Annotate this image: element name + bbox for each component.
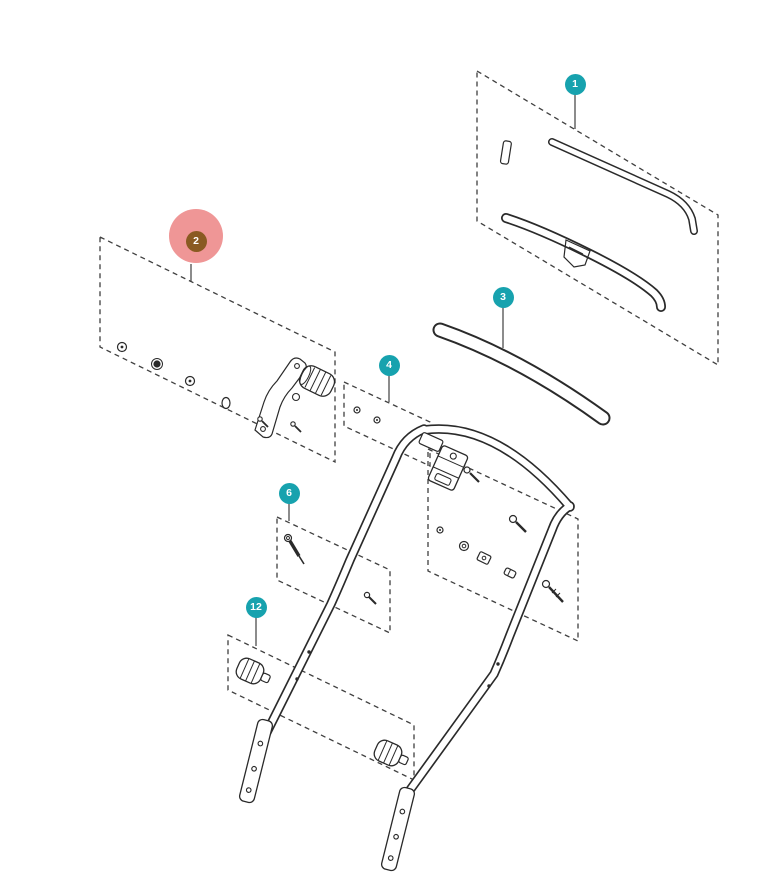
- upper-handlebar-parts: [499, 138, 698, 312]
- fastener-kit-parts: [436, 514, 564, 603]
- knob-part: [373, 739, 409, 767]
- roller-grip-part: [298, 365, 336, 397]
- handle-grip-part: [432, 322, 611, 426]
- bolt-part: [363, 591, 371, 599]
- part-group-box-2: [99, 235, 336, 464]
- upper-bar-part: [549, 139, 697, 234]
- callout-12-label: 12: [250, 600, 262, 613]
- callout-6[interactable]: 6: [278, 482, 300, 504]
- callout-leader-lines: [190, 94, 576, 646]
- lower-handle-frame: [261, 424, 575, 795]
- screw-part: [257, 416, 263, 422]
- ring-part: [221, 396, 231, 410]
- screw-part: [541, 579, 551, 589]
- screw-kit-parts: [353, 406, 381, 424]
- washer-part: [458, 540, 470, 552]
- callout-2[interactable]: 2: [185, 230, 207, 252]
- screw-part: [290, 421, 296, 427]
- bail-bracket-part: [563, 239, 591, 268]
- bolt-part: [508, 514, 518, 524]
- control-lever-kit-parts: [116, 341, 336, 439]
- bail-bar-part: [502, 214, 665, 311]
- callout-3-label: 3: [500, 290, 506, 303]
- tube-holes: [295, 650, 500, 688]
- callout-1-label: 1: [572, 77, 578, 90]
- nut-part: [151, 358, 163, 370]
- washer-part: [291, 392, 301, 402]
- callout-4[interactable]: 4: [378, 354, 400, 376]
- callout-6-label: 6: [286, 486, 292, 499]
- knob-part: [235, 657, 271, 685]
- callout-1[interactable]: 1: [564, 73, 586, 95]
- spacer-part: [503, 567, 517, 579]
- part-group-box-4: [343, 380, 431, 468]
- clip-plate-part: [499, 140, 512, 165]
- adjuster-part: [283, 533, 293, 543]
- screw-part: [463, 466, 471, 474]
- callout-4-label: 4: [386, 358, 392, 371]
- callout-3[interactable]: 3: [492, 286, 514, 308]
- left-mount-bracket: [238, 718, 274, 804]
- clamp-plate-part: [476, 551, 492, 565]
- callout-12[interactable]: 12: [245, 596, 267, 618]
- handle-bracket-housing: [418, 432, 480, 491]
- part-group-box-6: [276, 515, 391, 635]
- callout-2-label: 2: [193, 234, 199, 247]
- handle-knob-parts: [235, 657, 409, 767]
- cable-adjuster-parts: [283, 533, 377, 605]
- part-group-box-fasteners: [427, 447, 579, 643]
- right-mount-bracket: [380, 786, 416, 872]
